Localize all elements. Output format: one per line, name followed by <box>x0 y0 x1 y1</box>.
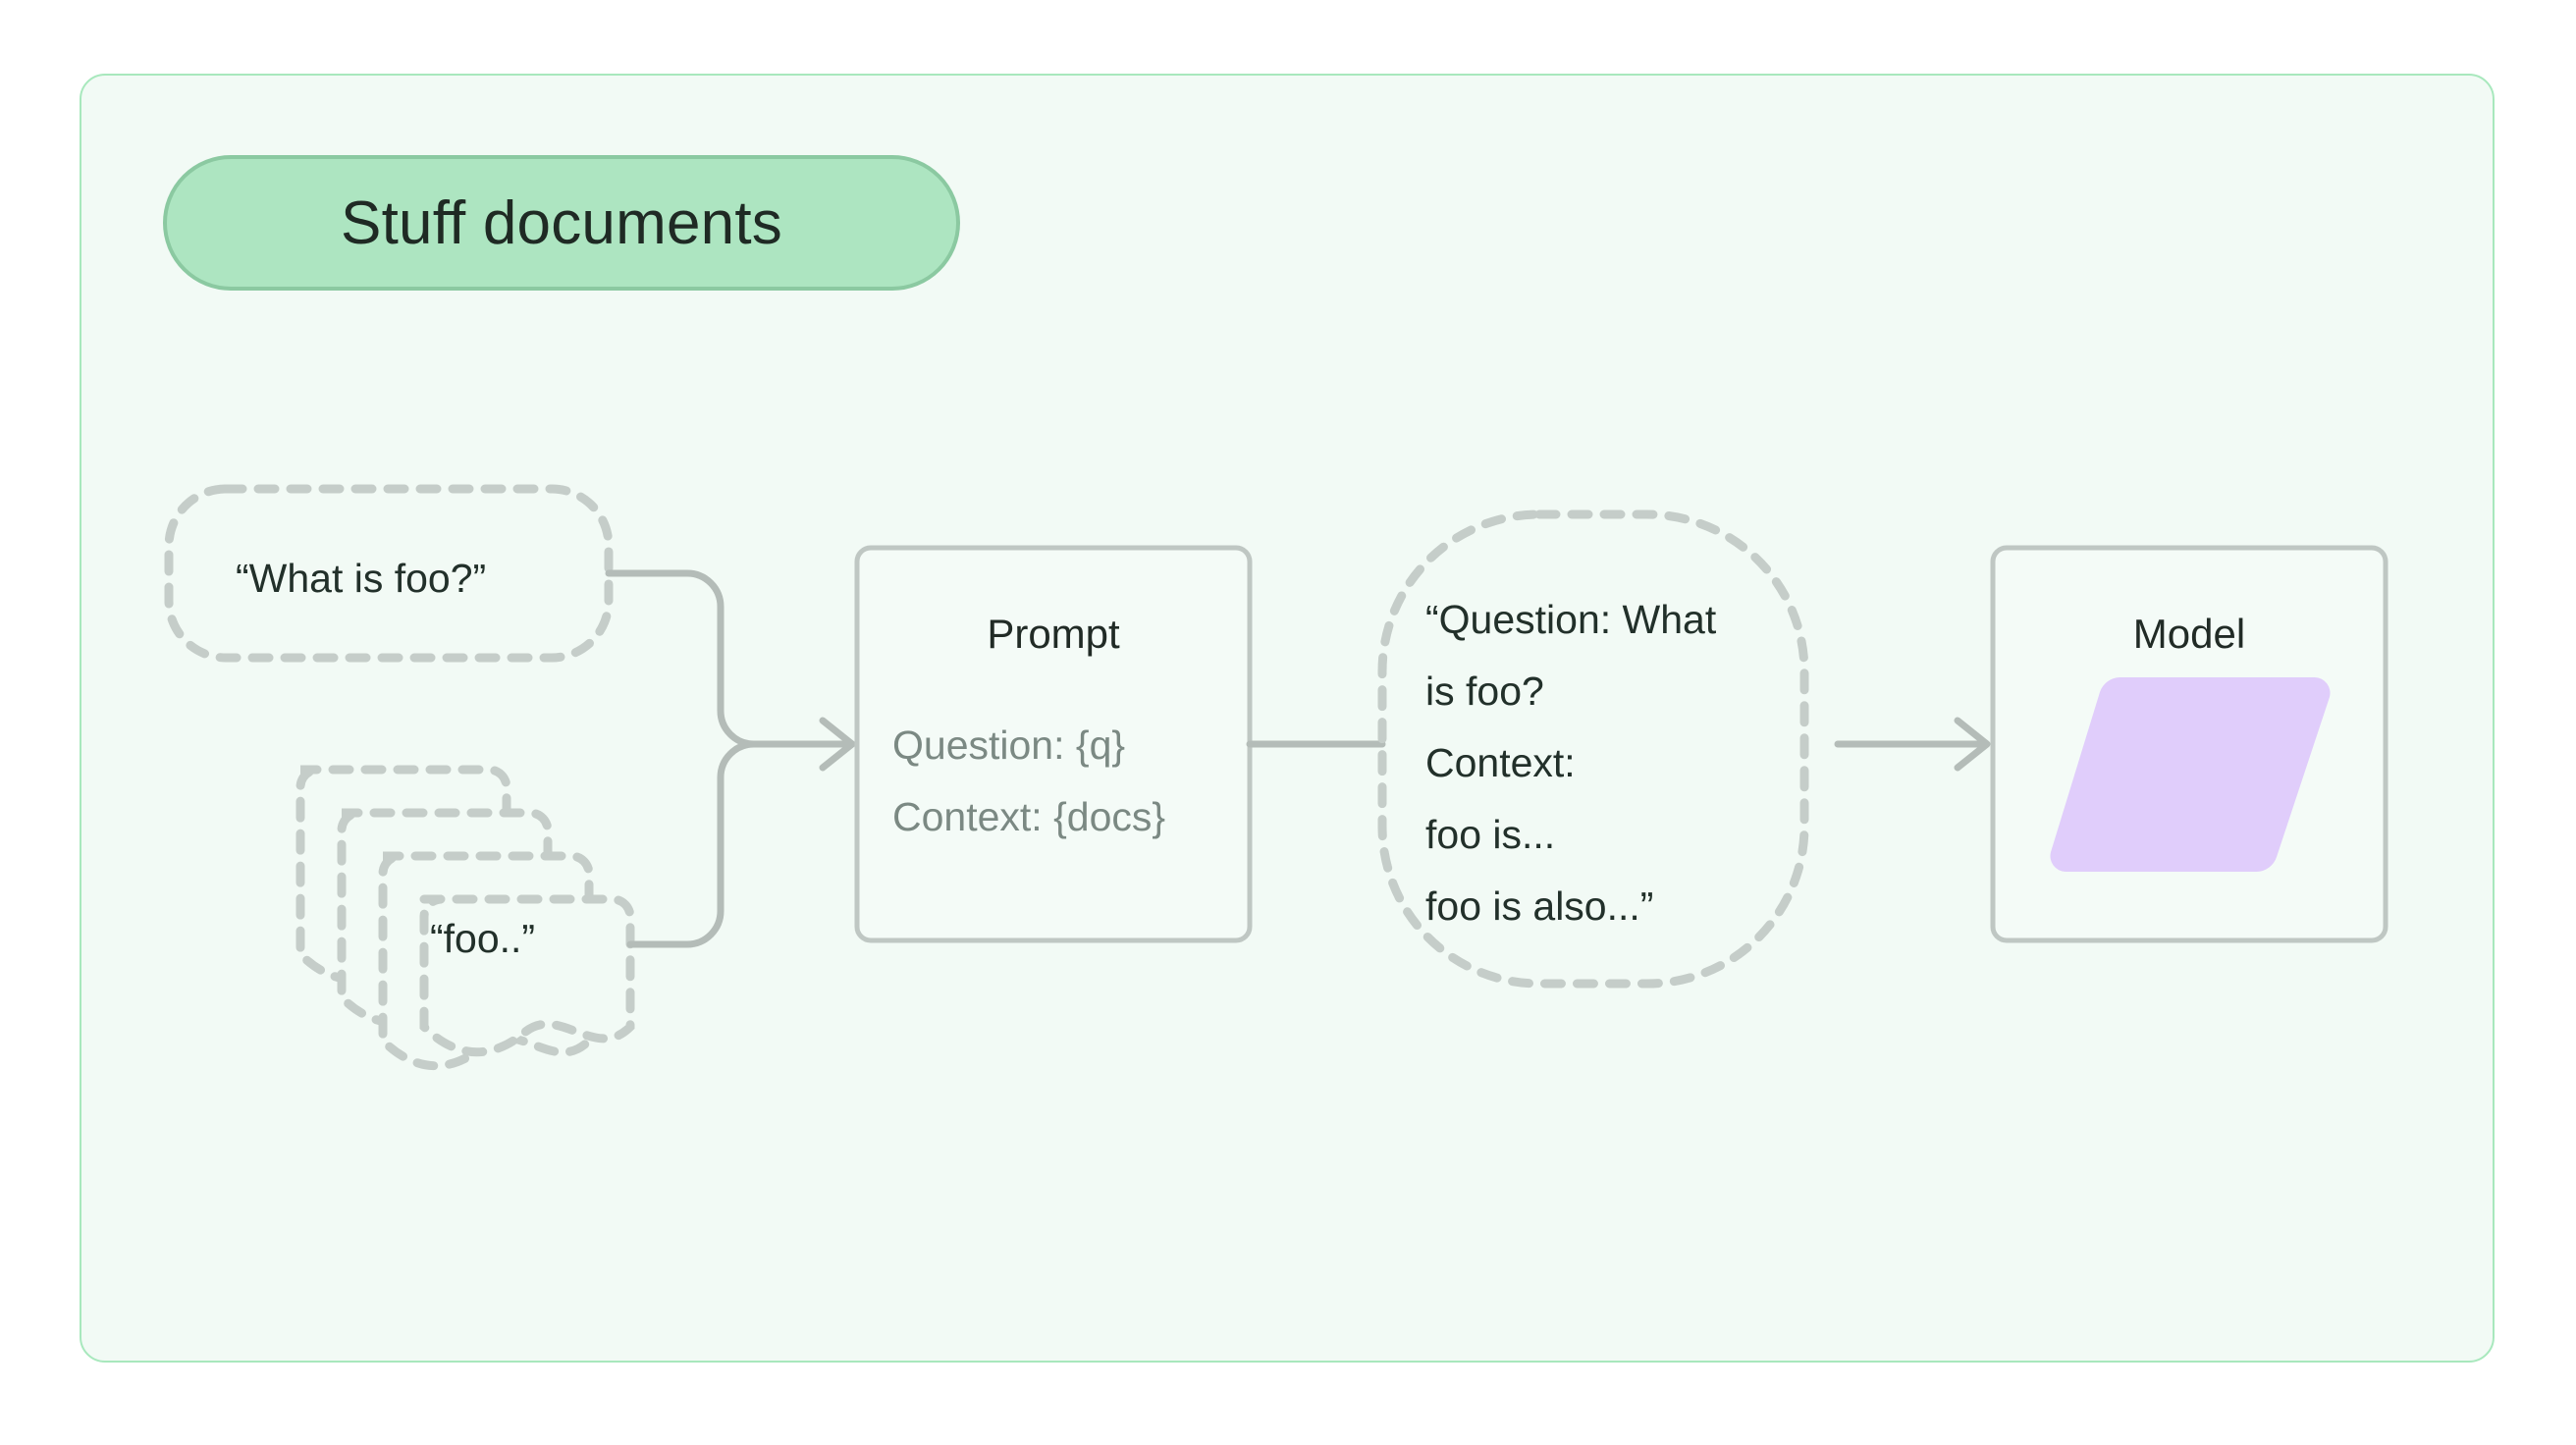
documents-stack-node: “foo..” <box>295 765 635 1071</box>
model-box-node: Model <box>1990 545 2388 943</box>
filled-prompt-bubble-line-2: is foo? <box>1425 669 1544 714</box>
model-box-title: Model <box>2133 611 2245 657</box>
title-badge-label: Stuff documents <box>341 188 782 257</box>
filled-prompt-bubble-line-4: foo is... <box>1425 812 1555 857</box>
question-bubble-node: “What is foo?” <box>164 484 614 663</box>
connector-path-question <box>605 569 758 748</box>
prompt-box-line-2: Context: {docs} <box>892 794 1165 839</box>
filled-prompt-bubble-line-1: “Question: What <box>1425 597 1717 642</box>
filled-prompt-bubble-line-5: foo is also...” <box>1425 883 1653 929</box>
prompt-box-line-1: Question: {q} <box>892 722 1125 768</box>
filled-prompt-bubble-outline <box>1377 509 1809 989</box>
arrow-head-prompt <box>819 717 856 772</box>
connector-path-docs <box>626 740 758 948</box>
connector-question-to-prompt <box>605 569 758 748</box>
prompt-box-title: Prompt <box>987 611 1120 657</box>
filled-prompt-bubble-line-3: Context: <box>1425 740 1576 785</box>
document-shape-front <box>419 894 635 1057</box>
connector-bubble-to-model <box>1834 717 1991 772</box>
filled-prompt-bubble-node: “Question: What is foo? Context: foo is.… <box>1377 509 1809 989</box>
model-parallelogram-shape <box>2050 677 2331 872</box>
arrow-head-model <box>1954 717 1991 772</box>
connector-docs-to-prompt <box>626 740 758 948</box>
title-badge: Stuff documents <box>163 155 960 291</box>
prompt-box-node: Prompt Question: {q} Context: {docs} <box>854 545 1253 943</box>
question-bubble-label: “What is foo?” <box>236 556 486 601</box>
connector-merge-arrow <box>750 717 856 772</box>
question-bubble-outline <box>164 484 614 663</box>
documents-stack-label: “foo..” <box>430 916 535 961</box>
